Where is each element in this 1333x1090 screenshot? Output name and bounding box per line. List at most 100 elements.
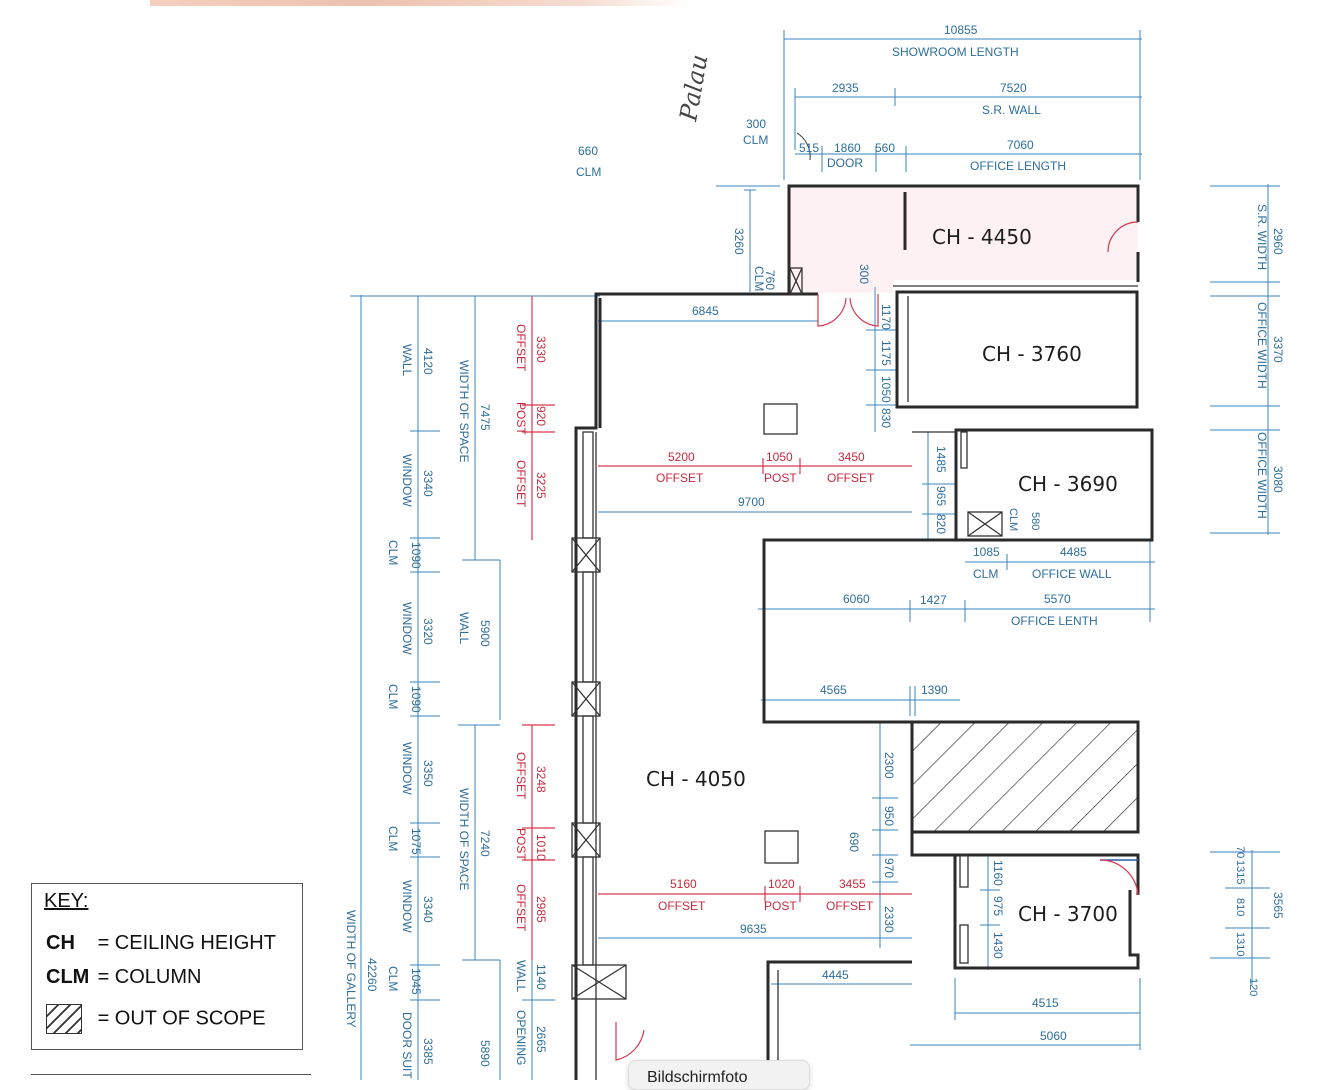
column-marker xyxy=(571,822,601,858)
dim-label: WINDOW xyxy=(400,742,414,795)
dim-text: 9700 xyxy=(738,495,765,509)
dim-text: 2935 xyxy=(832,81,859,95)
dim-text: 2960 xyxy=(1271,228,1285,255)
dim-text: 3320 xyxy=(421,618,435,645)
offset-text: 3225 xyxy=(534,472,548,499)
room-label-north-office: CH - 4450 xyxy=(932,225,1032,249)
dim-text: 4485 xyxy=(1060,545,1087,559)
dim-text: 7520 xyxy=(1000,81,1027,95)
dim-label: SHOWROOM LENGTH xyxy=(892,45,1019,59)
dim-text: 5900 xyxy=(478,620,492,647)
dim-text: 1090 xyxy=(409,542,423,569)
dim-text: 1170 xyxy=(879,304,893,330)
dim-text: 120 xyxy=(1247,978,1259,996)
dim-label: WIDTH OF SPACE xyxy=(457,360,471,462)
legend-abbr: CH xyxy=(46,932,75,954)
column-marker xyxy=(789,267,803,295)
dim-label: CLM xyxy=(386,540,400,565)
dim-label: CLM xyxy=(973,567,998,581)
dim-label: WINDOW xyxy=(400,880,414,933)
dim-text: 5570 xyxy=(1044,592,1071,606)
dimension-lines xyxy=(350,30,1280,1080)
legend-desc: = CEILING HEIGHT xyxy=(97,932,276,954)
dim-text: 3080 xyxy=(1271,466,1285,493)
dim-text: 3370 xyxy=(1271,336,1285,363)
legend-abbr: CLM xyxy=(46,966,90,988)
dim-text: 1390 xyxy=(921,683,948,697)
dim-text: 2665 xyxy=(534,1026,548,1053)
dim-text: 6845 xyxy=(692,304,719,318)
column-marker xyxy=(571,964,627,1000)
dim-label: OFFICE WIDTH xyxy=(1255,432,1269,519)
dim-label: CLM xyxy=(1007,508,1019,531)
dim-text: 810 xyxy=(1234,898,1246,916)
dim-text: 950 xyxy=(882,806,896,826)
dim-text: 10855 xyxy=(944,23,978,37)
dim-text: 5060 xyxy=(1040,1029,1067,1043)
offset-label: OFFSET xyxy=(826,899,874,913)
column-marker xyxy=(967,511,1003,537)
dim-text: 2330 xyxy=(882,906,896,933)
dim-text: 970 xyxy=(882,858,896,878)
column-marker xyxy=(571,681,601,717)
dim-label: CLM xyxy=(752,266,766,291)
dim-text: 560 xyxy=(875,141,895,155)
dim-text: 2300 xyxy=(882,752,896,779)
screenshot-thumbnail-tab[interactable]: Bildschirmfoto xyxy=(628,1060,810,1090)
dim-label: CLM xyxy=(576,165,601,179)
walls xyxy=(574,184,1154,1080)
dim-text: 1050 xyxy=(879,376,893,403)
hatch-swatch-icon xyxy=(46,1004,82,1034)
dim-text: 7240 xyxy=(478,830,492,857)
dim-label: WIDTH OF GALLERY xyxy=(344,910,358,1028)
dim-text: 820 xyxy=(934,514,948,534)
dim-label: DOOR SUIT xyxy=(400,1012,414,1079)
dim-text: 580 xyxy=(1029,512,1041,530)
dim-label: S.R. WIDTH xyxy=(1255,204,1269,270)
dim-label: OFFICE WALL xyxy=(1032,567,1112,581)
dim-label: WINDOW xyxy=(400,454,414,507)
doors xyxy=(615,132,1139,1061)
dim-text: 3340 xyxy=(421,896,435,923)
offset-label: OFFSET xyxy=(827,471,875,485)
offset-text: 3330 xyxy=(534,336,548,363)
dim-text: 1160 xyxy=(991,860,1005,886)
dim-text: 1315 xyxy=(1234,860,1246,884)
dim-text: 4120 xyxy=(421,348,435,375)
dim-text: 70 xyxy=(1234,846,1246,858)
dim-text: 7060 xyxy=(1007,138,1034,152)
dim-text: 3565 xyxy=(1271,892,1285,919)
post-label: POST xyxy=(514,828,528,861)
dim-text: 7475 xyxy=(478,404,492,431)
dim-text: 4445 xyxy=(822,968,849,982)
room-label-office-1: CH - 3760 xyxy=(982,342,1082,366)
dim-label: WALL xyxy=(400,344,414,377)
dim-label: S.R. WALL xyxy=(982,103,1041,117)
dim-label: WINDOW xyxy=(400,602,414,655)
dim-text: 965 xyxy=(934,486,948,506)
offset-text: 5200 xyxy=(668,450,695,464)
dim-text: 42260 xyxy=(365,958,379,992)
dim-text: 690 xyxy=(847,832,861,852)
dim-label: WIDTH OF SPACE xyxy=(457,788,471,890)
dim-text: 4565 xyxy=(820,683,847,697)
dim-text: 1085 xyxy=(973,545,1000,559)
dim-label: CLM xyxy=(386,966,400,991)
legend-desc: = OUT OF SCOPE xyxy=(97,1007,266,1030)
dim-text: 3385 xyxy=(421,1038,435,1065)
offset-label: OFFSET xyxy=(514,324,528,372)
dim-text: 1175 xyxy=(879,340,893,366)
dim-text: 1140 xyxy=(534,964,548,990)
legend-row-clm: CLM = COLUMN xyxy=(46,966,201,989)
dim-text: 1485 xyxy=(934,446,948,473)
dim-text: 660 xyxy=(578,144,598,158)
dim-text: 1045 xyxy=(409,968,423,995)
post-text: 1050 xyxy=(766,450,793,464)
dim-label: OFFICE LENTH xyxy=(1011,614,1098,628)
dim-label: CLM xyxy=(743,133,768,147)
dim-text: 3350 xyxy=(421,760,435,787)
offset-lines xyxy=(522,296,912,960)
offset-label: OFFSET xyxy=(514,752,528,800)
column-marker xyxy=(571,537,601,573)
